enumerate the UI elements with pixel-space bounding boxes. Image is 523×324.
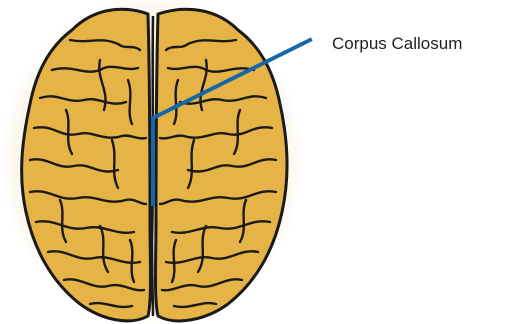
corpus-callosum-label: Corpus Callosum [332,34,462,54]
